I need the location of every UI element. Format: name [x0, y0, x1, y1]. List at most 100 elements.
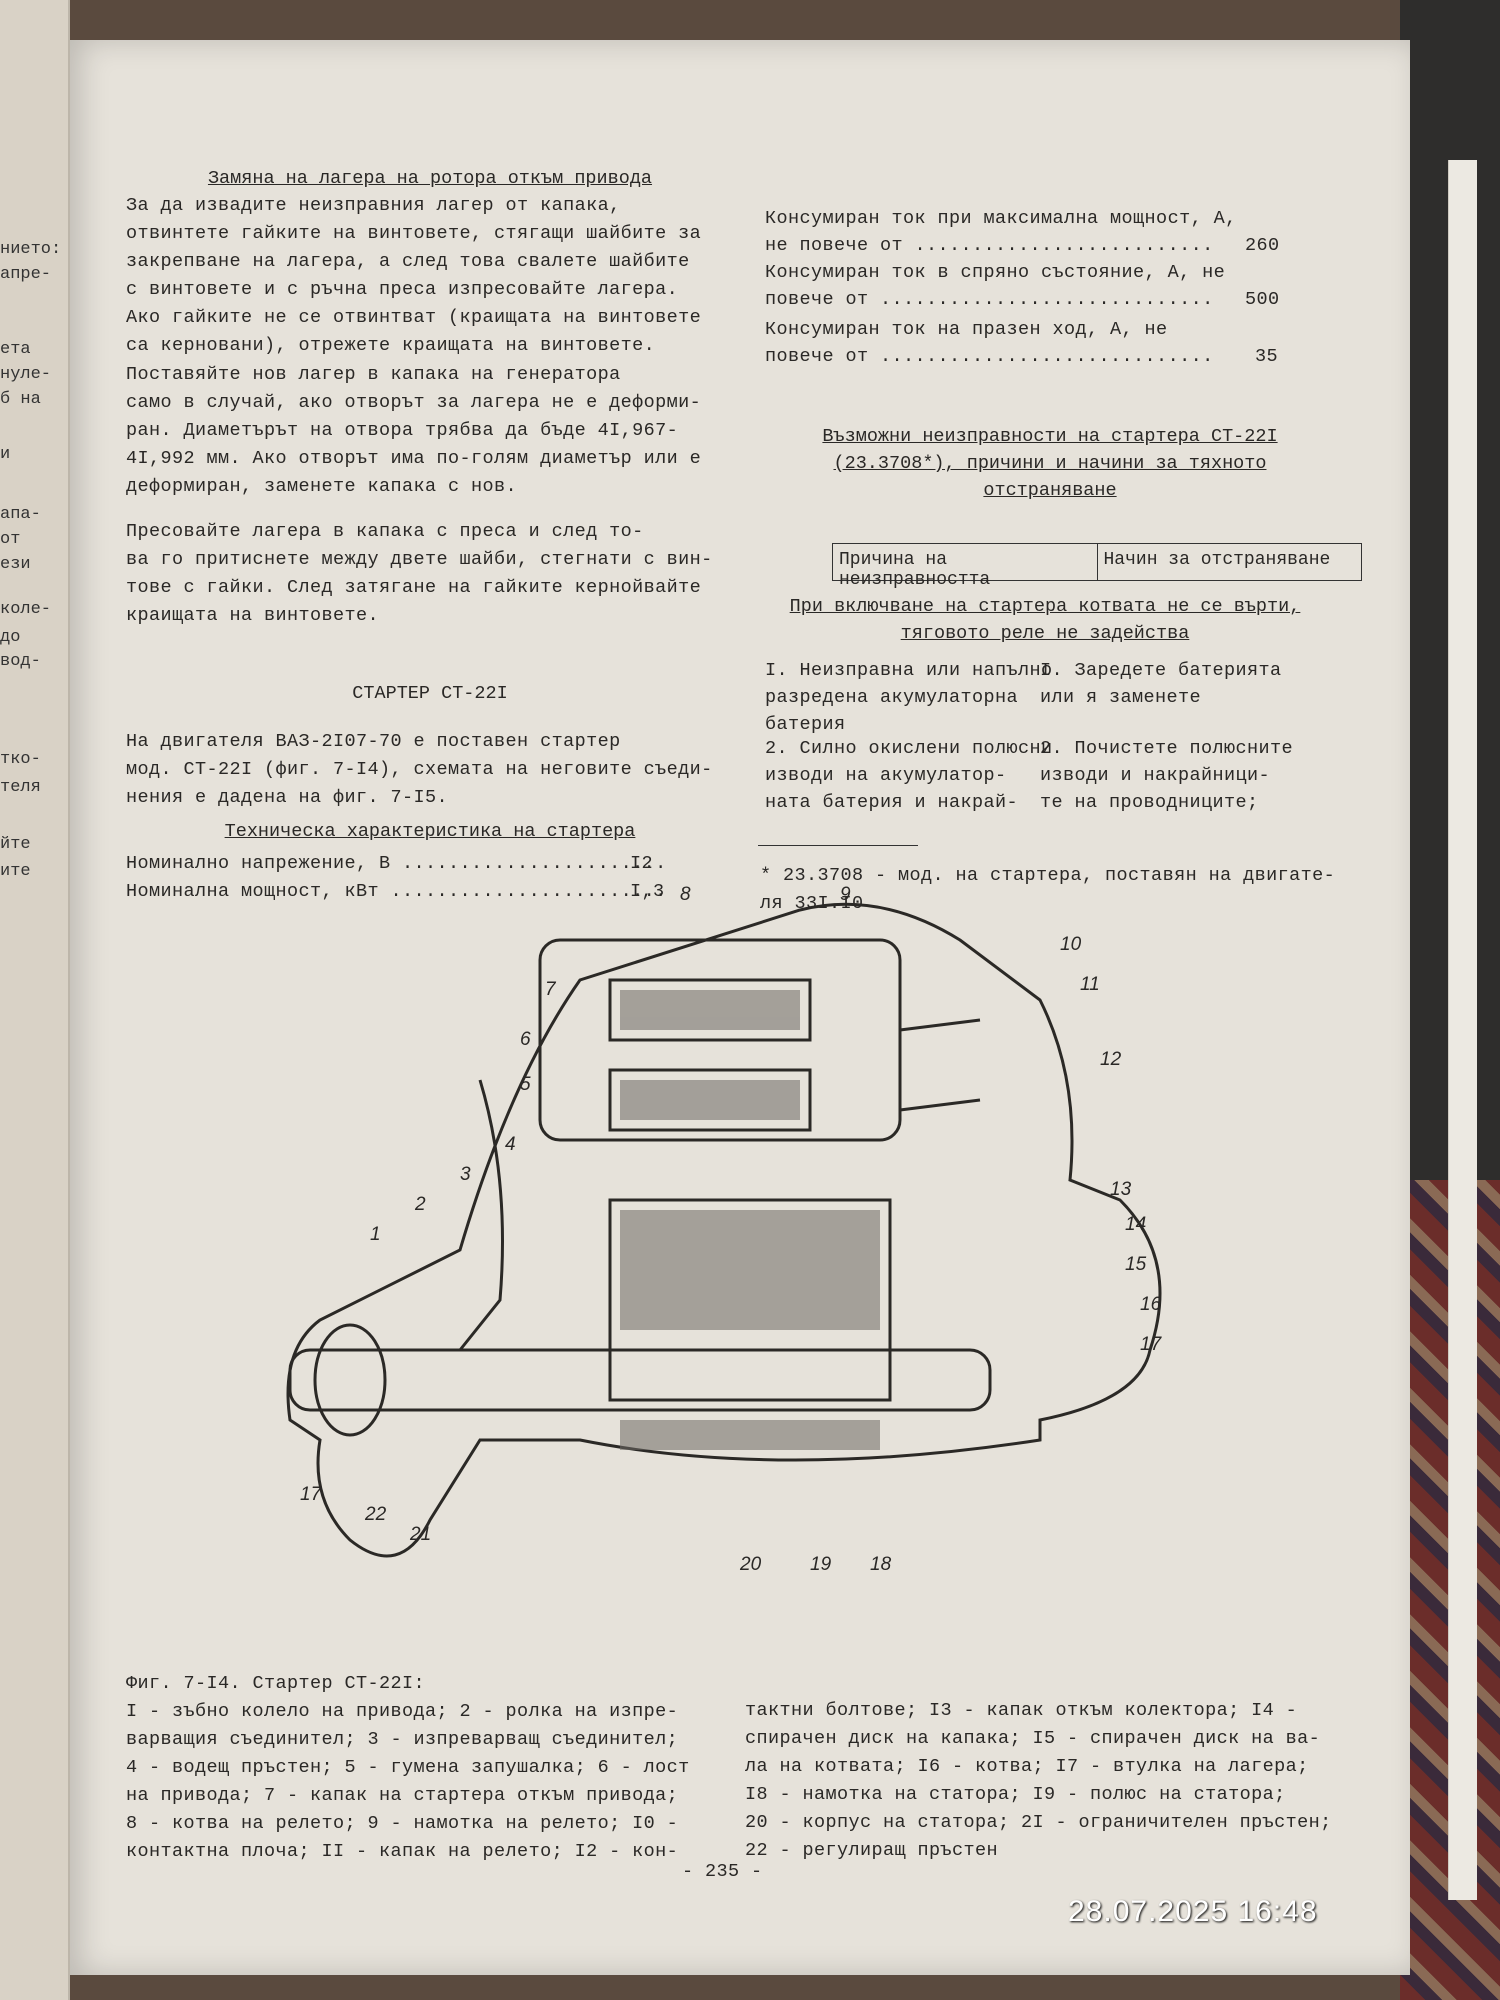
figure-callout-label: 5	[520, 1074, 531, 1095]
subheading-line: При включване на стартера котвата не се …	[789, 596, 1301, 617]
left-page-fragment: ези	[0, 555, 31, 574]
page-number: - 235 -	[682, 1861, 763, 1882]
left-page-fragment: от	[0, 530, 21, 549]
figure-callout-label: 21	[409, 1524, 431, 1545]
figure-callout-label: 20	[739, 1554, 762, 1575]
paragraph-line: само в случай, ако отворът за лагера не …	[126, 392, 702, 413]
paragraph-line: закрепване на лагера, а след това свалет…	[126, 251, 690, 272]
left-page-fragment: ета	[0, 340, 31, 359]
armature-block	[608, 1198, 892, 1402]
figure-callout-label: 12	[1100, 1049, 1122, 1070]
spec-nominal-power-value: I,3	[630, 881, 665, 902]
figure-callout-label: 9	[840, 884, 851, 905]
book-page: Замяна на лагера на ротора откъм привода…	[70, 40, 1477, 1975]
spec-nominal-voltage-label: Номинално напрежение, В ................…	[126, 853, 667, 874]
figure-callout-label: 13	[1110, 1179, 1132, 1200]
cause-line: I. Неизправна или напълно	[765, 660, 1053, 681]
caption-line: ла на котвата; I6 - котва; I7 - втулка н…	[745, 1756, 1309, 1777]
paragraph-line: отвинтете гайките на винтовете, стягащи …	[126, 223, 702, 244]
photo-timestamp: 28.07.2025 16:48	[1068, 1895, 1318, 1928]
remedy-line: или я заменете	[1040, 687, 1202, 708]
heading-line: отстраняване	[983, 480, 1117, 501]
remedy-line: 2. Почистете полюсните	[1040, 738, 1294, 759]
starter-shaft	[288, 1348, 992, 1412]
cause-line: 2. Силно окислени полюсни	[765, 738, 1053, 759]
paragraph-line: краищата на винтовете.	[126, 605, 380, 626]
left-page-fragment: нието:	[0, 240, 62, 259]
figure-callout-label: 6	[520, 1029, 531, 1050]
subheading-line: тяговото реле не задейства	[900, 623, 1190, 644]
left-page-edge: нието: апре-ета нуле-б на и апа-от ези коле-до…	[0, 0, 70, 2000]
caption-line: на привода; 7 - капак на стартера откъм …	[126, 1785, 679, 1806]
paragraph-line: На двигателя ВАЗ-2I07-70 е поставен стар…	[126, 731, 621, 752]
cause-line: разредена акумулаторна	[765, 687, 1019, 708]
figure-callout-label: 11	[1080, 974, 1100, 995]
figure-callout-label: 8	[680, 884, 691, 905]
spec-nominal-voltage-value: I2	[630, 853, 654, 874]
remedy-line: изводи и накрайници-	[1040, 765, 1271, 786]
left-page-fragment: коле-	[0, 600, 52, 619]
figure-callout-label: 19	[810, 1554, 832, 1575]
figure-callout-label: 17	[1140, 1334, 1163, 1355]
figure-callout-label: 10	[1060, 934, 1082, 955]
figure-callout-label: 14	[1125, 1214, 1146, 1235]
paragraph-line: са керновани), отрежете краищата на винт…	[126, 335, 656, 356]
caption-line: 20 - корпус на статора; 2I - ограничител…	[745, 1812, 1332, 1833]
heading-starter: СТАРТЕР СТ-22I	[352, 683, 508, 704]
left-page-fragment: до	[0, 628, 21, 647]
remedy-line: те на проводниците;	[1040, 792, 1259, 813]
spec-max-power-current-value: 260	[1245, 235, 1280, 256]
spec-stall-current-value: 500	[1245, 289, 1280, 310]
paragraph-line: ран. Диаметърът на отвора трябва да бъде…	[126, 420, 679, 441]
left-page-fragment: и	[0, 445, 11, 464]
terminal-bolt-lower	[899, 1098, 981, 1112]
figure-callout-label: 18	[870, 1554, 892, 1575]
left-page-fragment: тко-	[0, 750, 41, 769]
relay-winding-hatch-lower	[620, 1080, 800, 1120]
page-edge-shadow	[1448, 160, 1477, 1900]
figure-callout-label: 4	[505, 1134, 516, 1155]
remedy-line: I. Заредете батерията	[1040, 660, 1282, 681]
table-col-cause: Причина на неизправността	[833, 544, 1098, 590]
spec-idle-current-line1: Консумиран ток на празен ход, А, не	[765, 319, 1168, 340]
left-page-fragment: б на	[0, 390, 41, 409]
relay-winding-hatch	[620, 990, 800, 1030]
caption-line: спирачен диск на капака; I5 - спирачен д…	[745, 1728, 1321, 1749]
paragraph-line: 4I,992 мм. Ако отворът има по-голям диам…	[126, 448, 702, 469]
paragraph-line: мод. СТ-22I (фиг. 7-I4), схемата на него…	[126, 759, 713, 780]
figure-callout-label: 7	[545, 979, 557, 1000]
caption-line: варващия съединител; 3 - изпреварващ съе…	[126, 1729, 679, 1750]
left-page-fragment: апре-	[0, 265, 52, 284]
spec-max-power-current-line2: не повече от ..........................	[765, 235, 1214, 256]
spec-stall-current-line1: Консумиран ток в спряно състояние, А, не	[765, 262, 1226, 283]
paragraph-line: За да извадите неизправния лагер от капа…	[126, 195, 621, 216]
footnote-line: ля 33I.I0	[760, 893, 864, 914]
left-page-fragment: нуле-	[0, 365, 52, 384]
footnote-line: * 23.3708 - мод. на стартера, поставян н…	[760, 865, 1336, 886]
figure-callout-label: 2	[414, 1194, 426, 1215]
table-col-remedy: Начин за отстраняване	[1103, 550, 1331, 570]
caption-line: контактна плоча; II - капак на релето; I…	[126, 1841, 679, 1862]
solenoid-relay	[538, 938, 902, 1142]
paragraph-line: с винтовете и с ръчна преса изпресовайте…	[126, 279, 679, 300]
paragraph-line: ва го притиснете между двете шайби, стег…	[126, 549, 713, 570]
paragraph-line: нения е дадена на фиг. 7-I5.	[126, 787, 449, 808]
paragraph-line: тове с гайки. След затягане на гайките к…	[126, 577, 702, 598]
armature-hatch	[620, 1210, 880, 1330]
starter-housing-outline	[286, 902, 1162, 1558]
heading-line: Възможни неизправности на стартера СТ-22…	[822, 426, 1278, 447]
relay-winding-lower	[608, 1068, 812, 1132]
figure-callout-label: 17	[300, 1484, 323, 1505]
spec-stall-current-line2: повече от .............................	[765, 289, 1214, 310]
paragraph-line: деформиран, заменете капака с нов.	[126, 476, 518, 497]
caption-line: 22 - регулиращ пръстен	[745, 1840, 999, 1861]
caption-line: I8 - намотка на статора; I9 - полюс на с…	[745, 1784, 1286, 1805]
left-page-fragment: ите	[0, 862, 31, 881]
left-page-fragment: вод-	[0, 652, 41, 671]
left-page-fragment: апа-	[0, 505, 41, 524]
spec-max-power-current-line1: Консумиран ток при максимална мощност, А…	[765, 208, 1237, 229]
pinion-gear	[313, 1323, 387, 1437]
figure-callout-label: 16	[1140, 1294, 1162, 1315]
caption-line: 4 - водещ пръстен; 5 - гумена запушалка;…	[126, 1757, 690, 1778]
figure-callout-label: 15	[1125, 1254, 1147, 1275]
